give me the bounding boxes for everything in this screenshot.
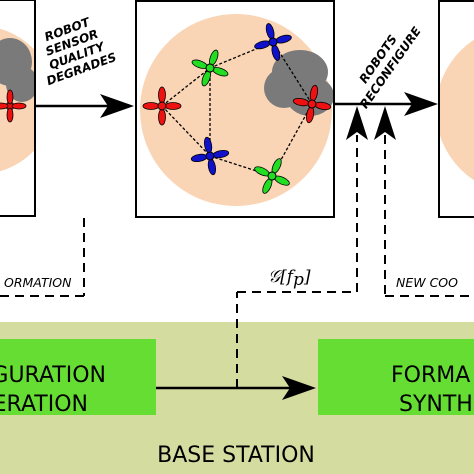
robot-blue-bottom <box>190 136 230 176</box>
graph-label: 𝒢[fp] <box>268 267 311 290</box>
new-coordinates-label: NEW COO <box>396 275 458 290</box>
formation-label: ORMATION <box>4 275 72 290</box>
graph-path <box>236 135 358 388</box>
robot-green-top <box>191 49 229 87</box>
formation-feedback-path <box>0 218 85 297</box>
coordinates-path <box>384 135 474 297</box>
robot-red <box>142 86 182 126</box>
robot-red-right <box>292 84 332 124</box>
base-station-title: BASE STATION <box>157 443 315 468</box>
graph-arrowhead <box>346 106 368 140</box>
cloud-obstacle <box>264 50 333 116</box>
synth-box-line1: FORMA <box>391 363 470 388</box>
coordinates-arrowhead <box>374 106 396 140</box>
sensor-degrade-arrow <box>35 94 134 118</box>
config-box-line2: ERATION <box>0 392 88 417</box>
robot-red-left <box>0 89 27 123</box>
robot-green-bottom <box>254 158 290 194</box>
formation-synthesis-box <box>318 339 474 415</box>
config-box-line1: GURATION <box>0 363 106 388</box>
reconfigure-arrow <box>334 92 438 116</box>
sensor-degrade-label: ROBOT SENSOR QUALITY DEGRADES <box>43 15 119 88</box>
right-formation-frame <box>438 0 474 218</box>
middle-formation-frame <box>135 0 335 218</box>
configuration-box <box>0 339 156 415</box>
base-station-arrow <box>156 376 316 400</box>
robot-blue-top <box>254 23 292 61</box>
left-formation-frame <box>0 0 36 217</box>
synth-box-line2: SYNTH <box>399 392 473 417</box>
